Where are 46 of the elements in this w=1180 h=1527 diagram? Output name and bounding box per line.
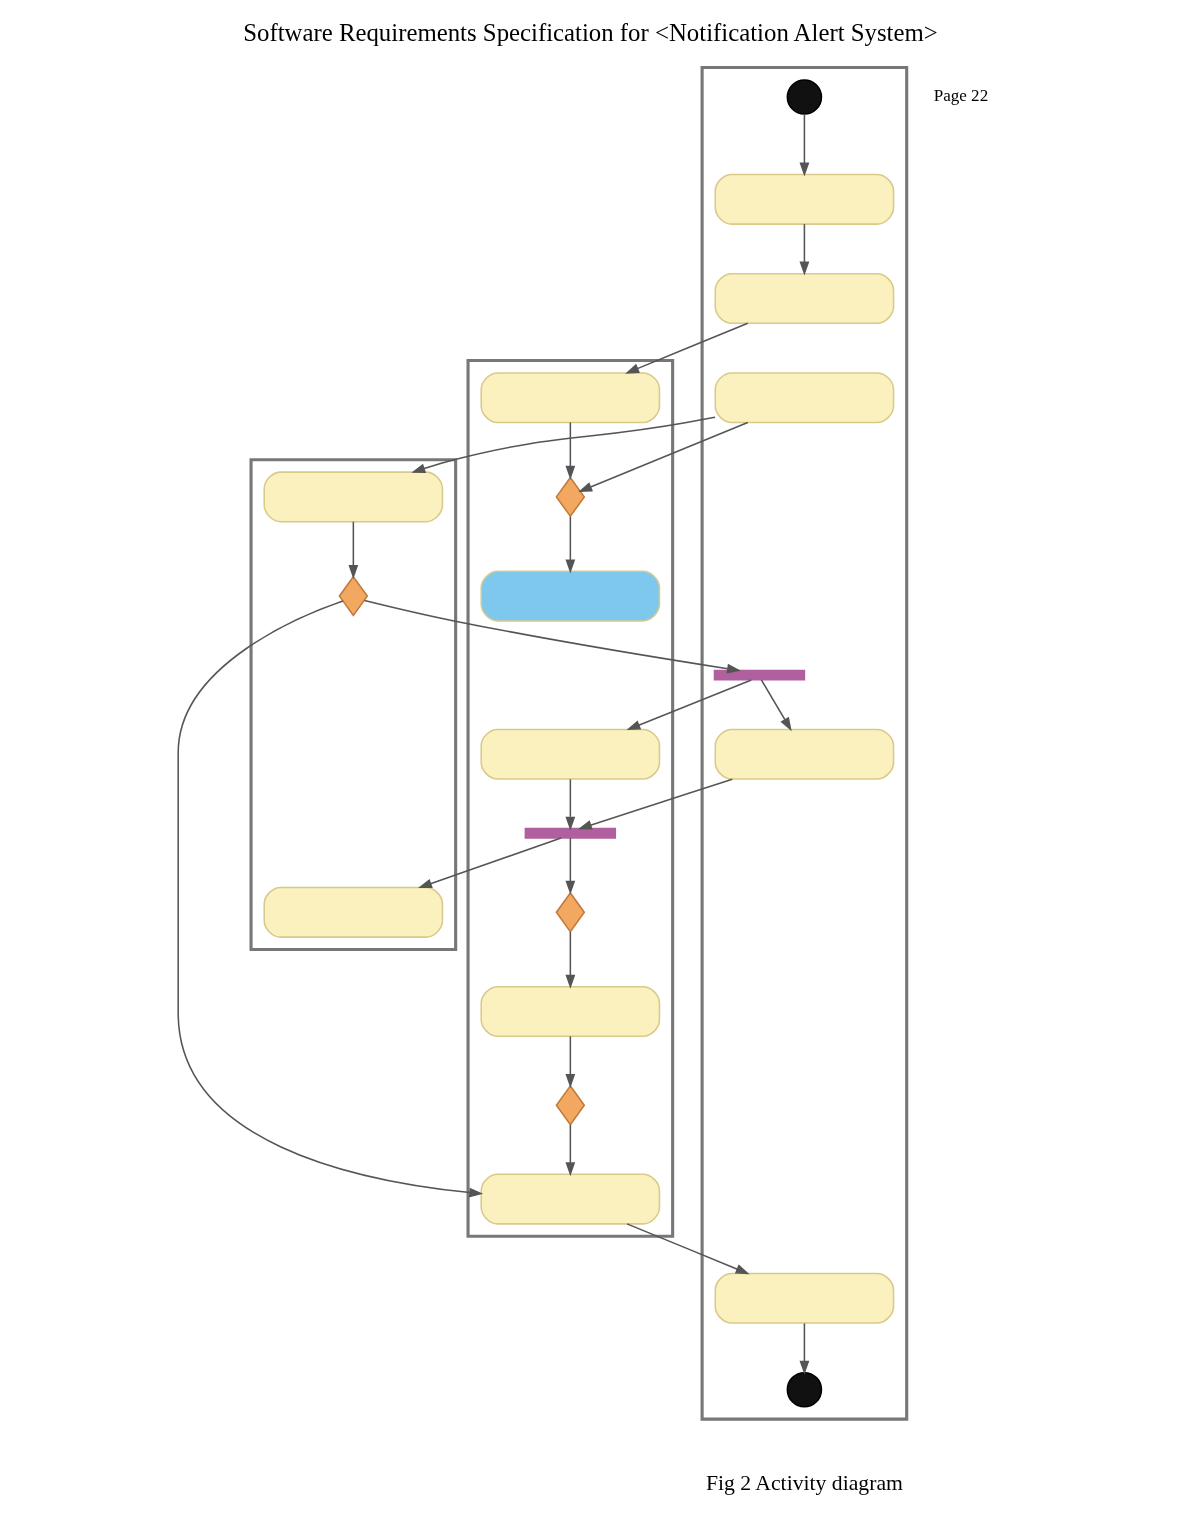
arrow [417, 837, 562, 889]
arrow [577, 421, 749, 493]
node-box [479, 728, 660, 780]
arrow [347, 520, 358, 579]
arrow [625, 679, 752, 731]
arrow [564, 421, 575, 480]
node-box [714, 272, 894, 325]
arrow [799, 113, 809, 177]
arrow [760, 679, 792, 732]
arrow [363, 599, 741, 674]
cluster [700, 66, 908, 1421]
node-circle [786, 79, 822, 115]
arrow [410, 416, 716, 473]
node-box [479, 570, 660, 622]
label: Page 22 [933, 86, 988, 106]
arrow [564, 1123, 575, 1177]
arrow [176, 600, 483, 1198]
node-diamond [554, 476, 585, 518]
node-box [262, 471, 443, 523]
node-box [714, 728, 894, 780]
node-circle [786, 1371, 822, 1408]
arrow [577, 778, 733, 830]
caption: Fig 2 Activity diagram [705, 1470, 903, 1495]
node-diamond [554, 891, 585, 933]
node-box [479, 372, 660, 424]
arrow [564, 1035, 575, 1088]
node-diamond [337, 575, 368, 617]
arrow [624, 322, 749, 374]
arrow [625, 1223, 750, 1275]
arrow [564, 931, 575, 989]
node-box [714, 173, 894, 225]
cluster [249, 458, 457, 952]
diagram-title: Software Requirements Specification for <Notification Alert System> [242, 18, 938, 46]
arrow [564, 837, 575, 895]
node-bar [713, 669, 805, 681]
node-bar [524, 827, 616, 839]
node-box [479, 985, 660, 1038]
node-diamond [554, 1084, 585, 1126]
node-box [714, 372, 894, 424]
node-box [479, 1173, 660, 1225]
arrow [799, 223, 809, 276]
arrow [564, 515, 575, 574]
arrow [799, 1322, 809, 1375]
arrow [564, 778, 575, 831]
node-box [714, 1272, 894, 1324]
node-box [262, 886, 443, 938]
